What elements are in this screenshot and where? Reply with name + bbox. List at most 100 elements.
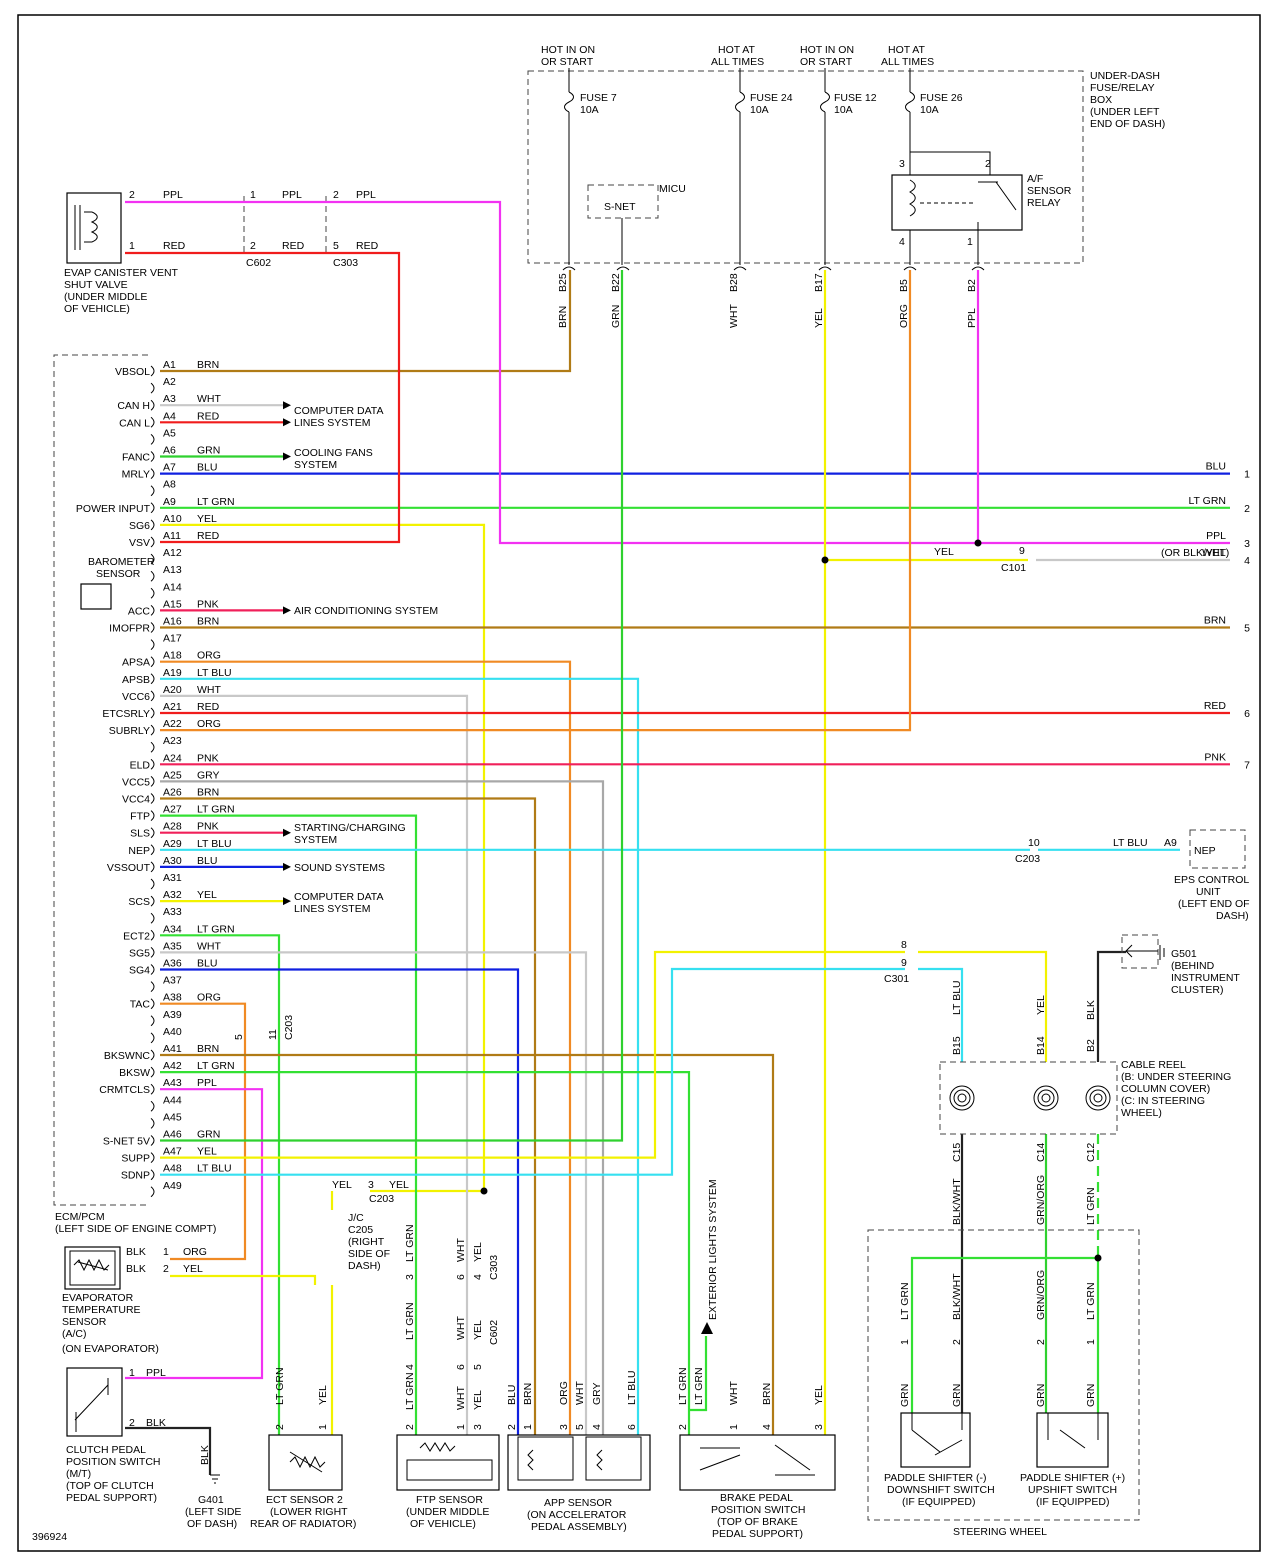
ftp-pin: 3 [472,1424,484,1430]
ecm-pin-chevron [150,690,155,702]
ect2-color-1: LT GRN [274,1367,286,1405]
jc-label-3: (RIGHT [348,1236,385,1248]
c301-pin-8: 8 [901,939,907,951]
ecm-pin-name: SCS [128,896,150,908]
ecm-pin-number: A36 [163,958,182,970]
ecm-wire-color: BRN [197,787,219,799]
ecm-label-1: ECM/PCM [55,1211,105,1223]
c203-tac-pin-5: 5 [233,1034,245,1040]
diagram-id: 396924 [32,1531,67,1543]
ecm-pin-number: A10 [163,513,182,525]
fusebox-connectors [562,266,985,271]
junction-dot [974,539,982,547]
g501-desc-2: INSTRUMENT [1171,972,1240,984]
ect2-color-2: YEL [317,1385,329,1405]
wire-vcc5 [160,780,605,1435]
ecm-wire-color: GRN [197,445,220,457]
output-color: LT GRN [1188,495,1226,507]
steering-wheel-box [867,1229,1140,1521]
bpp-color: LT GRN [677,1367,689,1405]
relay-pin-2: 2 [985,158,991,170]
up-label-2: UPSHIFT SWITCH [1028,1484,1117,1496]
ftp-c303-pin: 3 [404,1274,416,1280]
color-b28: WHT [728,304,740,328]
app-label-2: (ON ACCELERATOR [527,1509,627,1521]
c203-sg6-pin: 3 [368,1179,374,1191]
wire-crmtcls [125,1088,264,1380]
ecm-pin-name: ECT2 [123,930,150,942]
ecm-pin-name: VCC5 [122,776,150,788]
ecm-pin-name: BKSW [119,1067,150,1079]
down-color-1: LT GRN [899,1282,911,1320]
reel-bot-pin-1: C15 [951,1143,963,1162]
ecm-pin-name: SUBRLY [109,725,150,737]
ftp-c602-color: LT GRN [404,1302,416,1340]
ecm-pin-chevron [150,844,155,856]
wire-clutch-blk [125,1426,212,1475]
up-color-1: GRN/ORG [1035,1270,1047,1320]
wire-bksw [160,1071,691,1435]
relay-coil-icon [908,179,916,217]
ecm-pin-chevron [150,451,155,462]
et-pin-2: 2 [163,1263,169,1275]
ecm-pin-number: A19 [163,667,182,679]
ecm-wire-color: RED [197,410,220,422]
af-relay-label-2: SENSOR [1027,185,1072,197]
ecm-pin-chevron [150,382,155,394]
et-color-org: ORG [183,1246,207,1258]
bpp-ext-label: EXTERIOR LIGHTS SYSTEM [707,1179,719,1320]
et-left-color-2: BLK [126,1263,146,1275]
ect2-label-2: (LOWER RIGHT [270,1506,348,1518]
ecm-pin-number: A34 [163,923,182,935]
ecm-pin-number: A47 [163,1146,182,1158]
wire-snet [160,270,624,1142]
app-color: GRY [591,1382,603,1405]
c203-sg6-color-1: YEL [332,1179,352,1191]
eps-pin: A9 [1164,837,1177,849]
et-label-1: EVAPORATOR [62,1292,134,1304]
g401-label-2: (LEFT SIDE [185,1506,241,1518]
app-pin: 2 [506,1424,518,1430]
down-in-2: GRN [951,1384,963,1407]
junction-dot [821,556,829,564]
ect2-label-3: REAR OF RADIATOR) [250,1518,356,1530]
ecm-pin-chevron [150,1032,155,1044]
ftp-sensor-icon [396,1434,500,1491]
fuse24-header-1: HOT AT [718,44,756,56]
ecm-pin-chevron [150,1049,155,1061]
ecm-pin-number: A17 [163,633,182,645]
ecm-pin-number: A40 [163,1026,182,1038]
ecm-pin-name: IMOFPR [109,623,150,635]
ecm-pin-chevron [150,587,155,599]
ecm-wire-color: PNK [197,598,219,610]
fuse24-header-2: ALL TIMES [711,56,764,68]
ecm-pin-number: A42 [163,1060,182,1072]
eps-c203-pin: 10 [1028,837,1040,849]
ecm-pin-chevron [150,1169,155,1181]
wires [125,200,1230,1475]
wire-sdnp [160,967,964,1176]
app-label-3: PEDAL ASSEMBLY) [531,1521,627,1533]
micu-label: MICU [659,183,686,195]
ecm-pin-chevron [150,365,155,377]
ecm-pin-chevron [150,485,155,497]
ecm-pin-number: A4 [163,410,176,422]
clutch-label-4: (TOP OF CLUTCH [66,1480,154,1492]
ecm-pin-number: A29 [163,838,182,850]
app-color: BRN [522,1383,534,1405]
bpp-pin: 4 [761,1424,773,1430]
c303-color-red: RED [356,240,379,252]
ecm-pin-number: A43 [163,1077,182,1089]
ecm-pin-chevron [150,810,155,821]
wire-sg4 [160,968,520,1435]
ecm-pin-number: A20 [163,684,182,696]
ftp-color: LT GRN [404,1372,416,1410]
ecm-pin-chevron [150,639,155,650]
color-b22: GRN [610,305,622,328]
ecm-pin-chevron [150,553,155,565]
ecm-wire-color: LT GRN [197,923,235,935]
c303-label: C303 [333,257,358,269]
ecm-pin-number: A13 [163,564,182,576]
